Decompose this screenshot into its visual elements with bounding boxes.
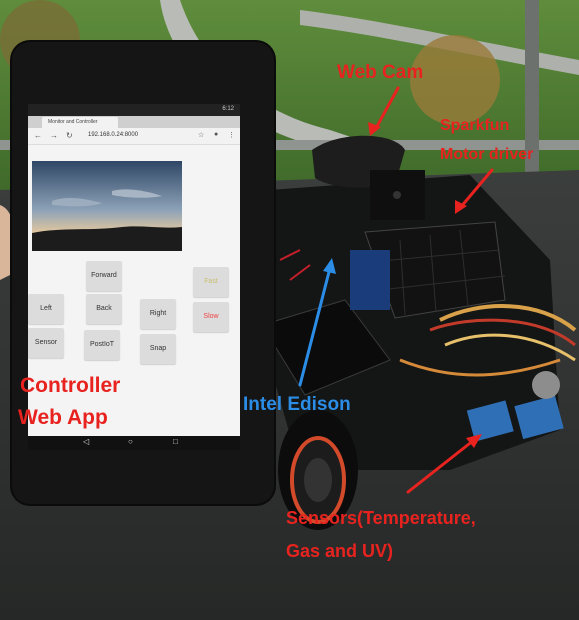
nav-home-icon[interactable]: ○ [128,437,133,446]
label-sparkfun-line1: Sparkfun [440,117,510,134]
browser-tab-bar: Monitor and Controller [28,116,240,128]
right-button[interactable]: Right [140,299,176,329]
nav-recents-icon[interactable]: □ [173,437,178,446]
sensor-button[interactable]: Sensor [28,328,64,358]
label-sparkfun-line2: Motor driver [440,146,534,163]
star-icon[interactable]: ☆ [198,132,205,139]
label-sensors-line1: Sensors(Temperature, [286,508,476,528]
status-bar: 6:12 [28,104,240,116]
android-nav-bar: ◁ ○ □ [28,436,240,450]
slow-button[interactable]: Slow [193,302,229,332]
snap-button[interactable]: Snap [140,334,176,364]
label-sensors-line2: Gas and UV) [286,541,394,561]
url-text[interactable]: 192.168.0.24:8000 [88,132,139,138]
mic-icon[interactable]: ● [214,131,219,138]
postiot-button[interactable]: PostIoT [84,330,120,360]
hand-thumb [0,205,16,280]
webcam-feed-image [32,161,182,251]
menu-icon[interactable]: ⋮ [228,132,235,139]
nav-back-icon[interactable]: ◁ [83,437,90,446]
browser-url-bar: ← → ↻ 192.168.0.24:8000 ☆ ● ⋮ [28,128,240,145]
railing [0,140,579,150]
back-arrow-icon[interactable]: ← [34,131,42,140]
reload-icon[interactable]: ↻ [66,131,73,140]
annotation-arrows [298,86,494,494]
status-clock: 6:12 [222,106,234,112]
forward-arrow-icon[interactable]: → [50,131,58,140]
tablet-screen: Monitor and Controller ← → ↻ 192.168.0.2… [28,116,240,436]
label-web-cam: Web Cam [337,62,424,83]
left-button[interactable]: Left [28,294,64,324]
forward-button[interactable]: Forward [86,261,122,291]
window-frame [525,0,539,200]
back-button[interactable]: Back [86,294,122,324]
robot-car [260,135,577,530]
tree [410,35,500,125]
label-controller-line2: Web App [18,406,108,429]
fast-button[interactable]: Fast [193,267,229,297]
label-intel-edison: Intel Edison [243,394,351,415]
label-controller-line1: Controller [20,374,121,397]
browser-tab[interactable]: Monitor and Controller [42,117,118,128]
